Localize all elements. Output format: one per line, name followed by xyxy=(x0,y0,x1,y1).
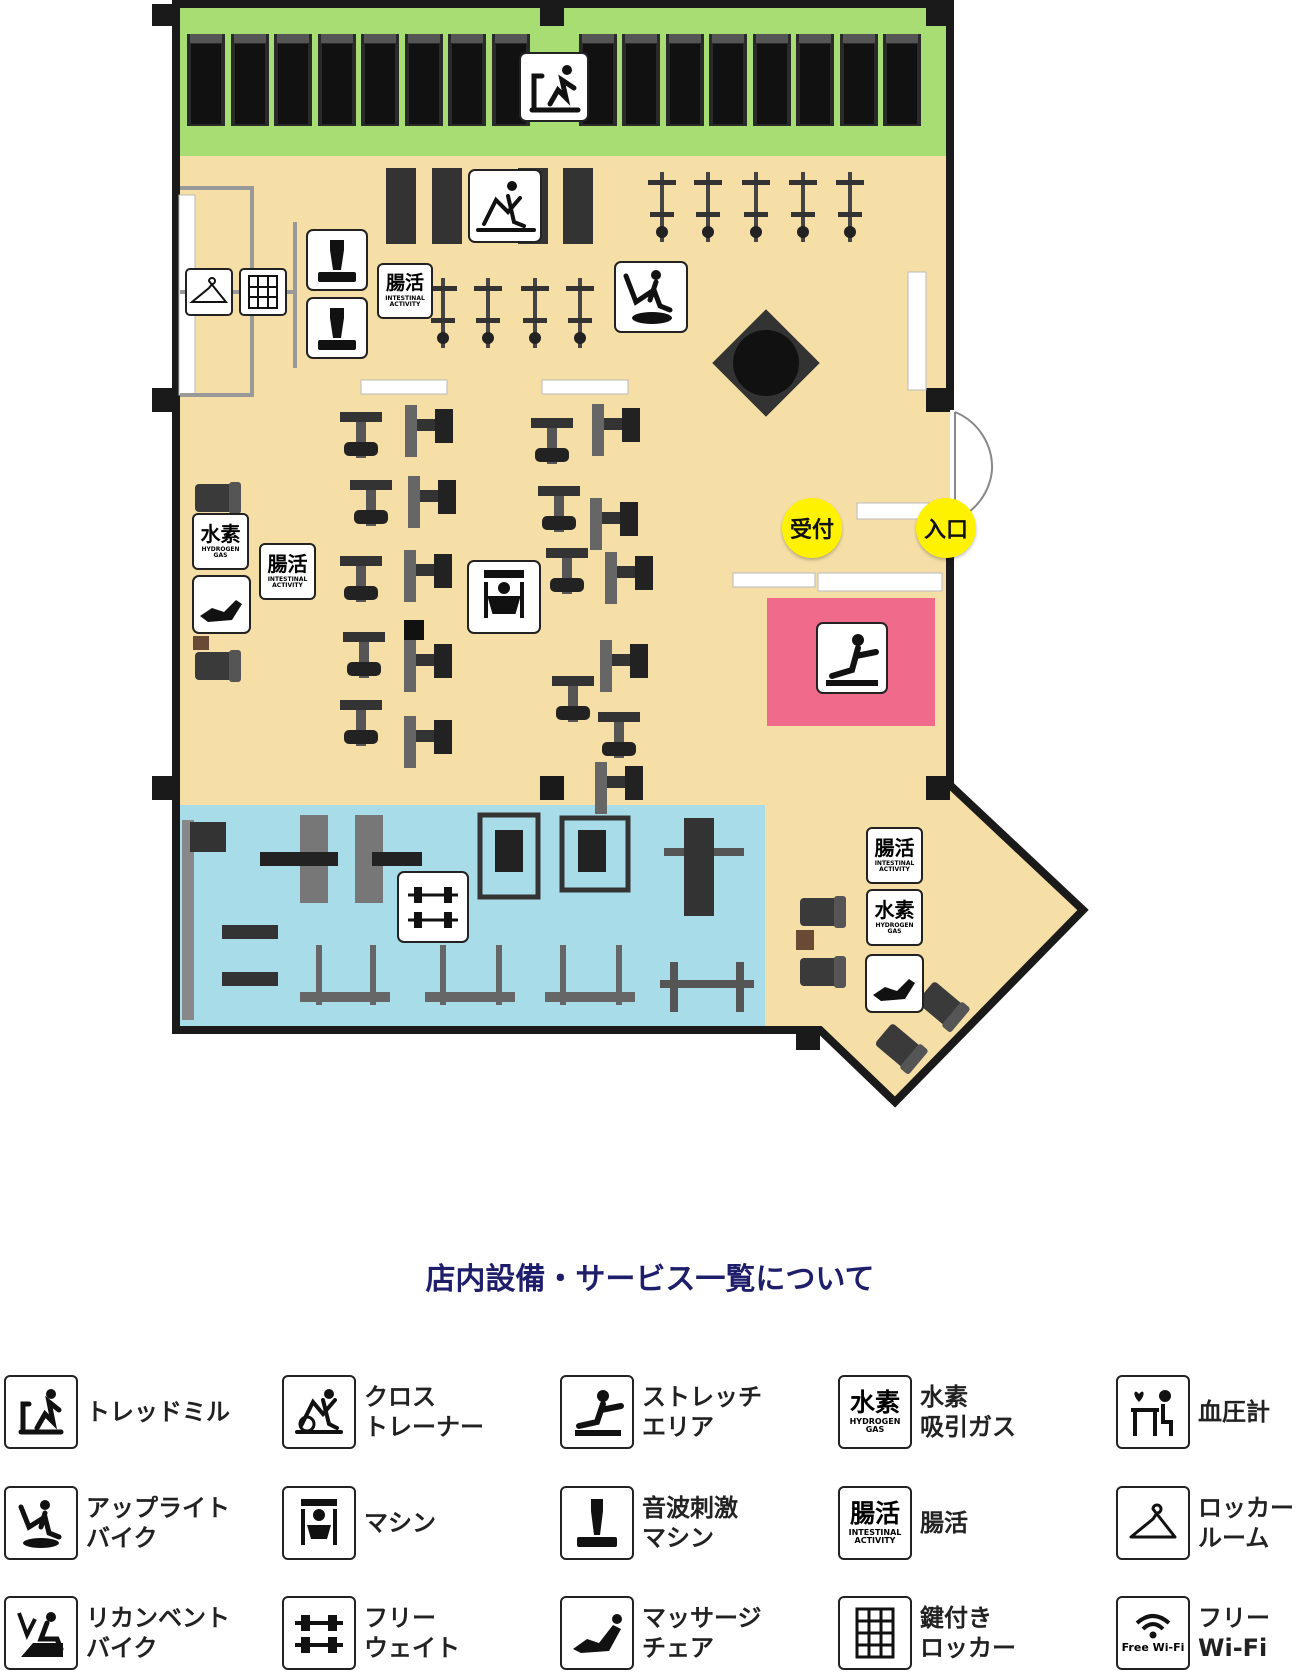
wall-pillars xyxy=(152,4,950,1050)
hydrogen-icon-text: 水素 xyxy=(849,1388,900,1417)
intestinal-icon-text: 腸活 xyxy=(849,1499,900,1528)
legend-title: 店内設備・サービス一覧について xyxy=(425,1262,875,1297)
legend-item-cross-trainer: クロス トレーナー xyxy=(282,1375,484,1449)
machine-icon xyxy=(282,1486,356,1560)
reception-badge: 受付 xyxy=(782,498,842,558)
legend-item-treadmill: トレッドミル xyxy=(4,1375,230,1449)
map-icon-stretch xyxy=(816,622,888,694)
intestinal-main: 腸活 xyxy=(385,272,424,294)
legend-label: フリー ウェイト xyxy=(364,1604,460,1662)
hanger-icon xyxy=(1116,1486,1190,1560)
legend-label: フリー Wi-Fi xyxy=(1198,1604,1270,1662)
legend-item-machine: マシン xyxy=(282,1486,436,1560)
recumbent-bike-icon xyxy=(4,1596,78,1670)
legend-item-upright-bike: アップライト バイク xyxy=(4,1486,230,1560)
strength-machines xyxy=(340,404,653,814)
legend-label: リカンベント バイク xyxy=(86,1604,230,1662)
legend-label: マッサージ チェア xyxy=(642,1604,762,1662)
massage-chairs xyxy=(193,482,971,1076)
hydrogen-sub: HYDROGEN GAS xyxy=(875,922,914,935)
upright-bike-icon xyxy=(4,1486,78,1560)
legend-item-blood-pressure: 血圧計 xyxy=(1116,1375,1270,1449)
legend-label: マシン xyxy=(364,1509,436,1537)
legend-label: クロス トレーナー xyxy=(364,1383,484,1441)
map-icon-sonic-machine-1 xyxy=(306,229,368,291)
intestinal-sub: INTESTINAL ACTIVITY xyxy=(267,576,308,589)
legend-item-key-locker: 鍵付き ロッカー xyxy=(838,1596,1016,1670)
legend-item-wifi: Free Wi-Fi フリー Wi-Fi xyxy=(1116,1596,1270,1670)
dumbbell-icon xyxy=(282,1596,356,1670)
map-icon-cross-trainer xyxy=(468,169,542,243)
cross-trainers xyxy=(386,168,593,244)
map-icon-massage-chair-2 xyxy=(865,954,924,1013)
stretch-area-icon xyxy=(560,1375,634,1449)
legend-label: ロッカー ルーム xyxy=(1198,1494,1294,1552)
blood-pressure-icon xyxy=(1116,1375,1190,1449)
legend-label: 鍵付き ロッカー xyxy=(920,1604,1016,1662)
legend-label: 水素 吸引ガス xyxy=(920,1383,1016,1441)
hydrogen-main: 水素 xyxy=(200,522,241,546)
massage-chair-icon xyxy=(560,1596,634,1670)
intestinal-icon-sub: INTESTINAL ACTIVITY xyxy=(848,1528,902,1545)
legend-item-massage-chair: マッサージ チェア xyxy=(560,1596,762,1670)
map-icon-machine xyxy=(467,560,541,634)
intestinal-main: 腸活 xyxy=(267,552,308,576)
benches xyxy=(178,194,943,592)
legend-label: 腸活 xyxy=(920,1509,968,1537)
free-weight-equipment xyxy=(182,812,754,1020)
legend-label: アップライト バイク xyxy=(86,1494,230,1552)
legend-item-sonic-machine: 音波刺激 マシン xyxy=(560,1486,738,1560)
legend-item-locker-room: ロッカー ルーム xyxy=(1116,1486,1294,1560)
legend-label: 血圧計 xyxy=(1198,1398,1270,1426)
wifi-icon-text: Free Wi-Fi xyxy=(1121,1641,1185,1654)
hydrogen-main: 水素 xyxy=(874,898,915,922)
hydrogen-sub: HYDROGEN GAS xyxy=(201,546,240,559)
sonic-vibration-icon xyxy=(560,1486,634,1560)
wifi-icon: Free Wi-Fi xyxy=(1116,1596,1190,1670)
legend-label: トレッドミル xyxy=(86,1398,230,1426)
hydrogen-icon-sub: HYDROGEN GAS xyxy=(849,1417,901,1434)
intestinal-sub: INTESTINAL ACTIVITY xyxy=(385,295,425,308)
floor-map xyxy=(152,0,1089,1108)
entrance-badge: 入口 xyxy=(916,498,976,558)
map-icon-key-locker xyxy=(239,268,287,316)
cross-trainer-icon xyxy=(282,1375,356,1449)
legend-label: 音波刺激 マシン xyxy=(642,1494,738,1552)
map-icon-upright-bike xyxy=(614,261,688,333)
legend-item-stretch: ストレッチ エリア xyxy=(560,1375,762,1449)
map-icon-free-weight xyxy=(397,871,469,943)
round-table xyxy=(712,309,820,417)
map-icon-treadmill xyxy=(519,52,589,122)
legend-label: ストレッチ エリア xyxy=(642,1383,762,1441)
intestinal-main: 腸活 xyxy=(874,836,915,860)
legend-item-recumbent-bike: リカンベント バイク xyxy=(4,1596,230,1670)
legend-item-free-weight: フリー ウェイト xyxy=(282,1596,460,1670)
treadmill-icon xyxy=(4,1375,78,1449)
map-icon-massage-chair-1 xyxy=(192,575,251,634)
intestinal-sub: INTESTINAL ACTIVITY xyxy=(874,860,915,873)
map-icon-sonic-machine-2 xyxy=(306,297,368,359)
locker-icon xyxy=(838,1596,912,1670)
map-icon-hanger xyxy=(185,268,233,316)
